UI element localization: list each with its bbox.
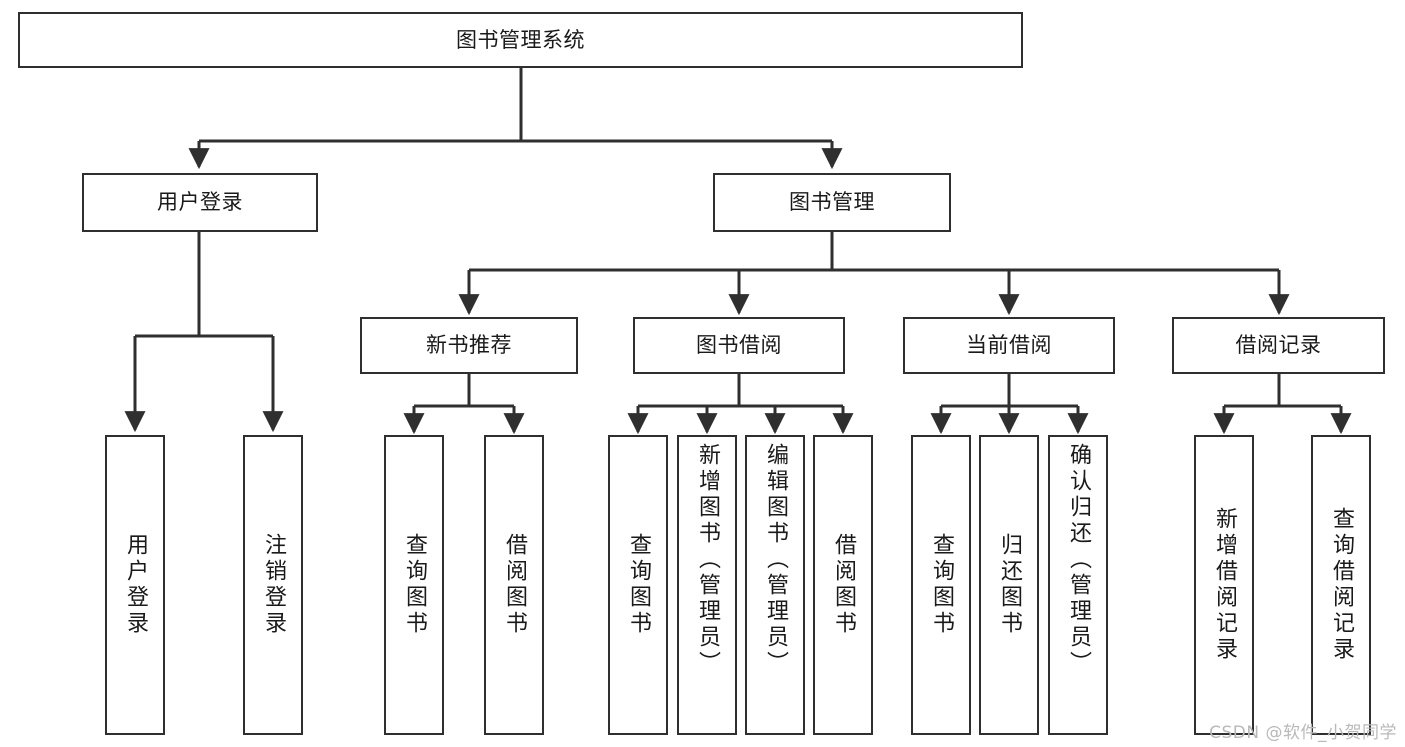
node-leaf-add-book[interactable]: 新增图书（管理员） — [677, 435, 737, 735]
node-leaf-borrow-book-1[interactable]: 借阅图书 — [484, 435, 544, 735]
node-leaf-edit-book[interactable]: 编辑图书（管理员） — [745, 435, 805, 735]
node-book-borrow[interactable]: 图书借阅 — [633, 317, 845, 374]
node-leaf-query-book-1-label: 查询图书 — [402, 533, 427, 637]
node-leaf-query-book-3[interactable]: 查询图书 — [911, 435, 971, 735]
node-user-login[interactable]: 用户登录 — [82, 173, 318, 232]
node-book-borrow-label: 图书借阅 — [696, 333, 782, 358]
node-leaf-borrow-book-2-label: 借阅图书 — [831, 533, 856, 637]
node-leaf-borrow-book-1-label: 借阅图书 — [502, 533, 527, 637]
node-root[interactable]: 图书管理系统 — [18, 12, 1023, 68]
node-leaf-confirm-return[interactable]: 确认归还（管理员） — [1048, 435, 1108, 735]
node-leaf-query-book-2-label: 查询图书 — [626, 533, 651, 637]
node-leaf-user-login[interactable]: 用户登录 — [105, 435, 165, 735]
node-new-book-rec-label: 新书推荐 — [426, 333, 512, 358]
node-leaf-return-book[interactable]: 归还图书 — [979, 435, 1039, 735]
node-leaf-user-login-label: 用户登录 — [123, 533, 148, 637]
node-borrow-record-label: 借阅记录 — [1235, 333, 1322, 358]
node-current-borrow-label: 当前借阅 — [966, 333, 1052, 358]
node-leaf-query-record-label: 查询借阅记录 — [1329, 507, 1354, 663]
node-leaf-query-record[interactable]: 查询借阅记录 — [1311, 435, 1371, 735]
node-leaf-logout-label: 注销登录 — [261, 533, 286, 637]
node-leaf-add-book-label: 新增图书（管理员） — [695, 443, 720, 677]
node-leaf-query-book-1[interactable]: 查询图书 — [384, 435, 444, 735]
node-leaf-logout[interactable]: 注销登录 — [243, 435, 303, 735]
node-root-label: 图书管理系统 — [456, 27, 585, 52]
node-leaf-edit-book-label: 编辑图书（管理员） — [763, 443, 788, 677]
node-leaf-query-book-2[interactable]: 查询图书 — [608, 435, 668, 735]
node-leaf-query-book-3-label: 查询图书 — [929, 533, 954, 637]
node-user-login-label: 用户登录 — [157, 190, 243, 215]
node-current-borrow[interactable]: 当前借阅 — [903, 317, 1115, 374]
node-leaf-return-book-label: 归还图书 — [997, 533, 1022, 637]
node-leaf-borrow-book-2[interactable]: 借阅图书 — [813, 435, 873, 735]
node-borrow-record[interactable]: 借阅记录 — [1172, 317, 1385, 374]
node-leaf-add-record[interactable]: 新增借阅记录 — [1194, 435, 1254, 735]
node-book-manage[interactable]: 图书管理 — [713, 173, 951, 232]
node-book-manage-label: 图书管理 — [789, 190, 875, 215]
node-leaf-confirm-return-label: 确认归还（管理员） — [1066, 443, 1091, 677]
node-new-book-rec[interactable]: 新书推荐 — [360, 317, 578, 374]
node-leaf-add-record-label: 新增借阅记录 — [1212, 507, 1237, 663]
